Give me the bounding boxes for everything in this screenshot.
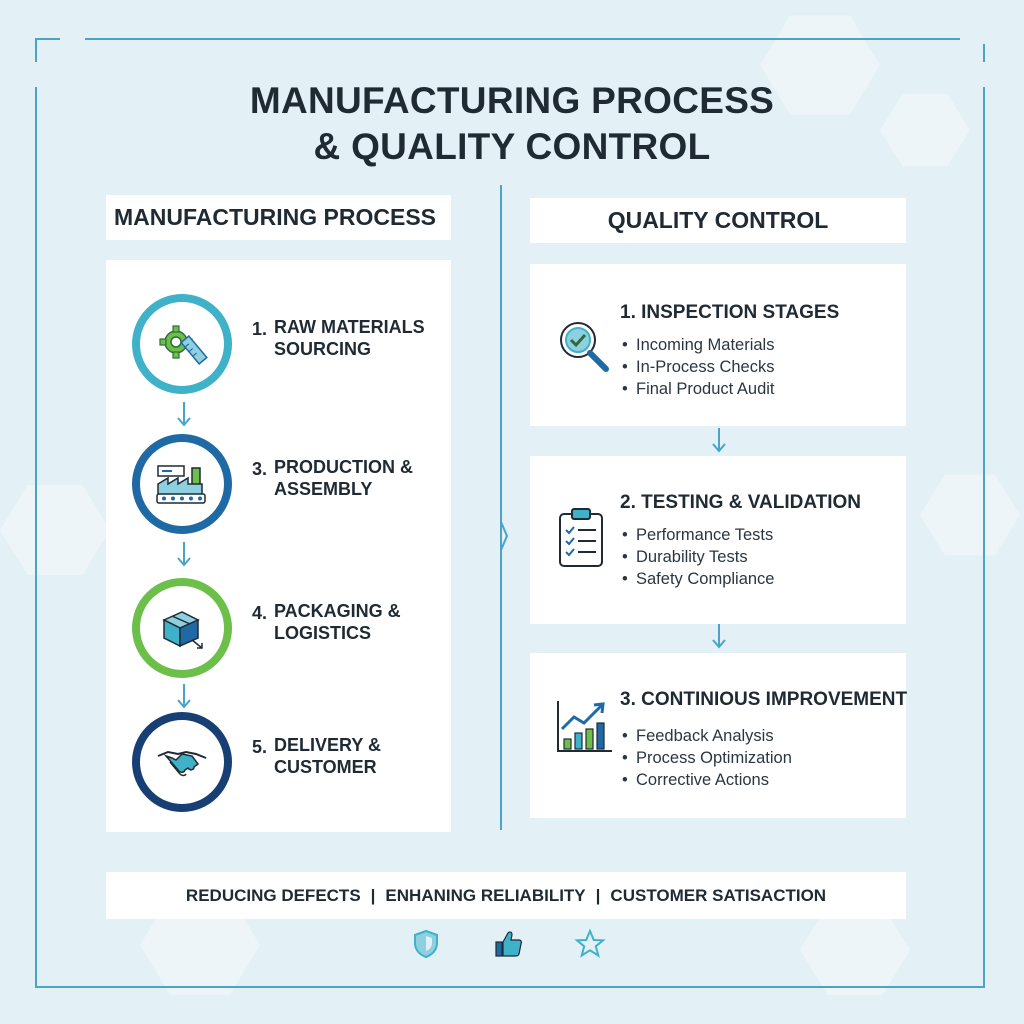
quality-control-heading: QUALITY CONTROL: [530, 198, 906, 243]
down-arrow-icon: [177, 684, 191, 709]
footer-item: CUSTOMER SATISACTION: [610, 885, 827, 905]
step-circle: [132, 578, 232, 678]
background-hexagon: [880, 94, 970, 166]
down-arrow-icon: [712, 624, 726, 649]
process-step-raw-materials: 1. RAW MATERIALS SOURCING: [132, 294, 452, 394]
qc-item-list: Performance Tests Durability Tests Safet…: [622, 524, 775, 590]
footer-separator: |: [370, 885, 376, 905]
handshake-icon: [157, 750, 207, 777]
clipboard-checklist-icon: [559, 508, 603, 567]
down-arrow-icon: [177, 542, 191, 567]
step-circle: [132, 712, 232, 812]
divider-chevron-icon: [500, 521, 508, 551]
qc-section-title: 1. INSPECTION STAGES: [620, 302, 840, 323]
step-number: 3.: [252, 459, 268, 479]
qc-section-testing: 2. TESTING & VALIDATION Performance Test…: [530, 456, 906, 624]
frame-notch: [28, 62, 42, 87]
qc-item: Incoming Materials: [622, 334, 775, 356]
step-label: PRODUCTION & ASSEMBLY: [274, 457, 413, 499]
qc-item: Corrective Actions: [622, 769, 792, 791]
qc-item: Final Product Audit: [622, 378, 774, 400]
magnifier-check-icon: [560, 322, 609, 372]
qc-item-list: Incoming Materials In-Process Checks Fin…: [622, 334, 775, 400]
page-title-line1: MANUFACTURING PROCESS: [249, 80, 775, 121]
background-hexagon: [760, 15, 880, 115]
step-label: DELIVERY & CUSTOMER: [274, 735, 382, 777]
gear-ruler-icon: [159, 325, 208, 365]
column-divider: [500, 185, 502, 830]
background-hexagon: [0, 485, 110, 575]
qc-item-list: Feedback Analysis Process Optimization C…: [622, 725, 792, 791]
step-number: 4.: [252, 603, 268, 623]
step-circle: [132, 294, 232, 394]
frame-notch: [60, 30, 85, 44]
step-circle: [132, 434, 232, 534]
process-step-production: 3. PRODUCTION & ASSEMBLY: [132, 434, 452, 534]
growth-chart-icon: [557, 701, 612, 752]
qc-section-title: 3. CONTINIOUS IMPROVEMENT: [620, 689, 908, 710]
qc-section-improvement: 3. CONTINIOUS IMPROVEMENT Feedback Analy…: [530, 653, 908, 818]
footer-banner: REDUCING DEFECTS | ENHANING RELIABILITY …: [106, 872, 906, 919]
qc-item: Safety Compliance: [622, 568, 774, 590]
qc-item: Feedback Analysis: [622, 725, 792, 747]
footer-separator: |: [595, 885, 601, 905]
step-label: PACKAGING & LOGISTICS: [274, 601, 401, 643]
frame-notch: [960, 30, 985, 44]
footer-item: REDUCING DEFECTS: [185, 885, 361, 905]
qc-item: Durability Tests: [622, 546, 775, 568]
outer-frame: [35, 38, 985, 988]
step-number: 1.: [252, 319, 268, 339]
qc-section-title: 2. TESTING & VALIDATION: [620, 492, 862, 513]
qc-item: In-Process Checks: [622, 356, 775, 378]
qc-section-inspection: 1. INSPECTION STAGES Incoming Materials …: [530, 264, 906, 426]
factory-icon: [156, 465, 206, 504]
shield-icon: [414, 929, 438, 959]
qc-item: Performance Tests: [622, 524, 775, 546]
down-arrow-icon: [712, 428, 726, 453]
thumbs-up-icon: [495, 931, 522, 957]
down-arrow-icon: [177, 402, 191, 427]
package-box-icon: [162, 611, 203, 649]
page-title: MANUFACTURING PROCESS & QUALITY CONTROL: [0, 78, 1024, 170]
process-step-delivery: 5. DELIVERY & CUSTOMER: [132, 712, 452, 812]
footer-item: ENHANING RELIABILITY: [385, 885, 586, 905]
qc-item: Process Optimization: [622, 747, 792, 769]
step-label: RAW MATERIALS SOURCING: [274, 317, 425, 359]
star-icon: [574, 928, 606, 958]
step-number: 5.: [252, 737, 268, 757]
background-hexagon: [920, 474, 1020, 556]
process-step-packaging: 4. PACKAGING & LOGISTICS: [132, 578, 452, 678]
frame-notch: [978, 62, 992, 87]
page-title-line2: & QUALITY CONTROL: [313, 126, 711, 167]
manufacturing-process-heading: MANUFACTURING PROCESS: [106, 195, 451, 240]
